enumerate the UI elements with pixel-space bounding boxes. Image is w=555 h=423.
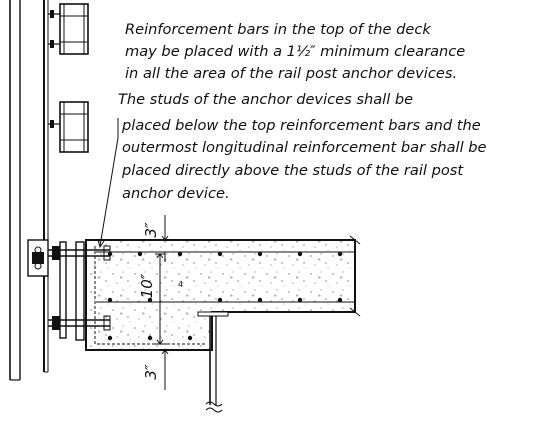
rail-bracket-upper — [48, 3, 89, 55]
base-plate — [27, 239, 111, 341]
dimension-top-clearance-label: 3″ — [142, 222, 160, 238]
dimension-deck-depth-label: 10″ — [138, 273, 156, 298]
note-line: in all the area of the rail post anchor … — [125, 65, 457, 82]
dimension-bottom-clearance — [160, 343, 170, 390]
note-line: The studs of the anchor devices shall be — [118, 91, 413, 108]
steel-girder — [197, 311, 229, 413]
dimension-bottom-clearance-label: 3″ — [142, 364, 160, 380]
note-line: placed below the top reinforcement bars … — [121, 117, 481, 134]
note-line: placed directly above the studs of the r… — [121, 162, 464, 179]
note-line: may be placed with a 1½″ minimum clearan… — [125, 43, 465, 60]
rail-post — [9, 0, 49, 381]
general-note: Reinforcement bars in the top of the dec… — [118, 21, 487, 202]
section-mark: 4 — [178, 280, 183, 289]
note-line: outermost longitudinal reinforcement bar… — [122, 139, 487, 156]
rail-bracket-lower — [48, 101, 89, 153]
note-line: Reinforcement bars in the top of the dec… — [125, 21, 431, 38]
note-leader-line — [97, 118, 119, 249]
note-line: anchor device. — [122, 185, 230, 202]
concrete-deck — [85, 235, 361, 351]
longitudinal-reinforcement-bars — [107, 251, 343, 341]
